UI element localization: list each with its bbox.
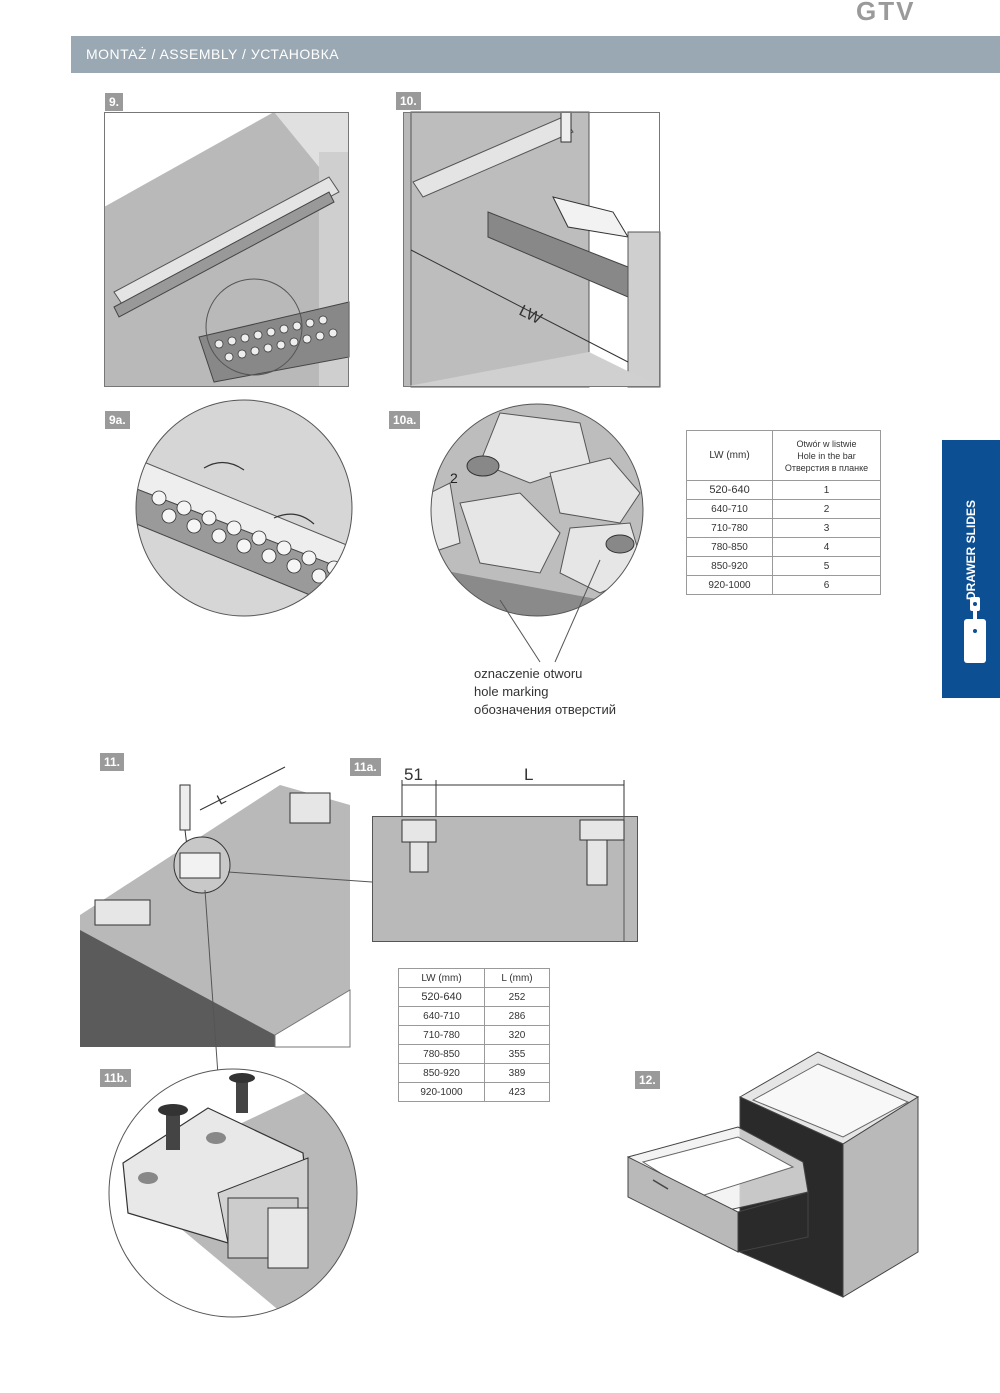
step-11b-detail: [108, 1068, 358, 1318]
table-cell: 710-780: [398, 1025, 485, 1045]
table-cell: 5: [772, 556, 881, 576]
step-9-illustration: [104, 112, 350, 387]
table-cell: 389: [484, 1063, 550, 1083]
hole-table-header-pl: Otwór w listwie: [796, 438, 857, 449]
hole-table: LW (mm) Otwór w listwie Hole in the bar …: [686, 430, 881, 595]
step-9-label: 9.: [105, 93, 124, 111]
dim-l-label: L: [524, 765, 534, 784]
step-11-leader-lines: [204, 871, 373, 1076]
hole-marking-caption: oznaczenie otworu hole marking обозначен…: [474, 665, 616, 719]
table-cell: 780-850: [686, 537, 773, 557]
table-cell: 850-920: [686, 556, 773, 576]
table-cell: 850-920: [398, 1063, 485, 1083]
step-9a-detail: [135, 399, 353, 617]
step-11-illustration: L: [80, 766, 351, 1048]
hole-marking-en: hole marking: [474, 684, 549, 699]
length-table-header-lw: LW (mm): [398, 968, 485, 988]
table-cell: 520-640: [398, 987, 485, 1007]
drawer-slides-tab: DRAWER SLIDES: [942, 440, 1000, 698]
hole-marking-ru: обозначения отверстий: [474, 702, 617, 717]
step-12-illustration: [626, 1051, 920, 1298]
drawer-slides-label: DRAWER SLIDES: [964, 499, 978, 601]
step-12-label: 12.: [635, 1071, 660, 1089]
table-cell: 1: [772, 480, 881, 500]
table-cell: 780-850: [398, 1044, 485, 1064]
hole-table-header-en: Hole in the bar: [797, 450, 856, 461]
step-11a-illustration: [372, 780, 638, 942]
step-10a-label: 10a.: [389, 411, 421, 429]
table-cell: 640-710: [398, 1006, 485, 1026]
gtv-logo: GTV: [856, 0, 916, 26]
hole-table-header-lw: LW (mm): [686, 430, 773, 481]
step-11-label: 11.: [100, 753, 125, 771]
table-cell: 920-1000: [686, 575, 773, 595]
table-cell: 355: [484, 1044, 550, 1064]
table-cell: 710-780: [686, 518, 773, 538]
table-cell: 252: [484, 987, 550, 1007]
step-10-label: 10.: [396, 92, 421, 110]
length-table-header-l: L (mm): [484, 968, 550, 988]
section-header: MONTAŻ / ASSEMBLY / УСТАНОВКА: [71, 36, 1000, 73]
table-cell: 320: [484, 1025, 550, 1045]
table-cell: 520-640: [686, 480, 773, 500]
hole-table-header-hole: Otwór w listwie Hole in the bar Отверсти…: [772, 430, 881, 481]
table-cell: 423: [484, 1082, 550, 1102]
hole-number-label: 2: [450, 470, 458, 486]
hole-marking-pl: oznaczenie otworu: [474, 666, 583, 681]
step-11a-label: 11a.: [350, 758, 381, 776]
step-11b-label: 11b.: [100, 1069, 132, 1087]
step-10a-detail: 2: [430, 403, 644, 617]
table-cell: 4: [772, 537, 881, 557]
step-10-illustration: LW: [403, 111, 661, 388]
drawer-icon: [964, 597, 986, 663]
step-9a-label: 9a.: [105, 411, 130, 429]
hole-table-header-ru: Отверстия в планке: [784, 462, 869, 473]
table-cell: 920-1000: [398, 1082, 485, 1102]
dim-51-label: 51: [404, 765, 423, 784]
table-cell: 6: [772, 575, 881, 595]
table-cell: 2: [772, 499, 881, 519]
table-cell: 640-710: [686, 499, 773, 519]
hole-marking-leader-lines: [499, 559, 601, 663]
table-cell: 286: [484, 1006, 550, 1026]
l-dimension-label-small: L: [214, 790, 228, 808]
table-cell: 3: [772, 518, 881, 538]
